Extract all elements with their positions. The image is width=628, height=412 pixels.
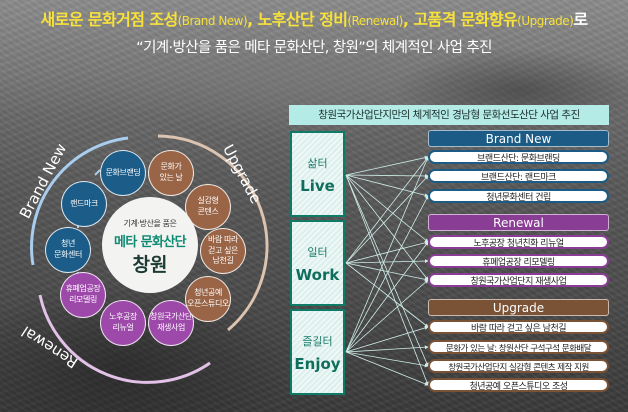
title-line-1: 새로운 문화거점 조성(Brand New), 노후산단 정비(Renewal)… <box>0 6 628 30</box>
zone-kr-label: 일터 <box>307 246 328 259</box>
title-renewal-kr: 노후산단 정비 <box>257 10 348 29</box>
title-upgrade-en: (Upgrade) <box>517 14 574 28</box>
item-renewal-1: 노후공장 청년친화 리뉴얼 <box>428 235 609 249</box>
zone-kr-label: 즐길터 <box>302 335 333 348</box>
zone-kr-label: 삶터 <box>307 157 328 170</box>
circle-label: 있는 날 <box>159 173 183 182</box>
title-upgrade-kr: 고품격 문화향유 <box>413 10 518 29</box>
zone-en-label: Enjoy <box>294 355 341 373</box>
circle-label: 남천길 <box>212 256 234 266</box>
title-sep: , <box>402 10 414 29</box>
title-line-2: “기계·방산을 품은 메타 문화산단, 창원”의 체계적인 사업 추진 <box>136 40 492 56</box>
zone-work: 일터 Work <box>290 220 345 306</box>
center-title-circle: 기계·방산을 품은 메타 문화산단 창원 <box>102 197 198 293</box>
title-brand-new-kr: 새로운 문화거점 조성 <box>40 10 179 29</box>
circle-label: 리뉴얼 <box>112 323 134 332</box>
circle-label: 랜드마크 <box>70 198 98 208</box>
group-header-renewal: Renewal <box>428 214 609 231</box>
circle-label: 오픈스튜디오 <box>187 299 229 308</box>
title-brand-new-en: (Brand New) <box>177 14 248 28</box>
center-city: 창원 <box>132 254 168 276</box>
title-renewal-en: (Renewal) <box>347 14 403 28</box>
item-brand-new-1: 브랜드산단: 문화브랜딩 <box>428 150 609 164</box>
center-title: 메타 문화산단 <box>113 235 187 250</box>
item-upgrade-3: 창원국가산업단지 실감형 콘텐츠 제작 지원 <box>428 359 609 373</box>
circle-culture-branding: 문화브랜딩 <box>100 150 146 196</box>
zone-en-label: Live <box>300 177 335 195</box>
circle-label: 콘텐스 <box>197 207 219 216</box>
center-subtitle: 기계·방산을 품은 <box>123 219 177 228</box>
item-brand-new-2: 브랜드산단: 랜드마크 <box>428 169 609 183</box>
circle-label: 재생사업 <box>157 323 185 332</box>
item-upgrade-1: 바람 따라 걷고 싶은 남천길 <box>428 320 609 334</box>
title-suffix: 로 <box>573 10 588 29</box>
circle-label: 문화가 <box>160 162 182 172</box>
title-sep: , <box>247 10 258 29</box>
zone-enjoy: 즐길터 Enjoy <box>290 309 345 395</box>
item-upgrade-4: 청년공예 오픈스튜디오 조성 <box>428 378 609 392</box>
item-upgrade-2: 문화가 있는 날: 창원산단 구석구석 문화배달 <box>428 340 609 354</box>
circle-label: 창원국가산단 <box>150 312 192 322</box>
circle-label: 노후공장 <box>109 312 137 322</box>
item-brand-new-3: 청년문화센터 건립 <box>428 189 609 203</box>
item-renewal-3: 창원국가산업단지 재생사업 <box>428 273 609 287</box>
right-panel-header: 창원국가산업단지만의 체계적인 경남형 문화선도산단 사업 추진 <box>289 105 609 125</box>
circle-label: 휴폐업공장 <box>65 284 101 294</box>
circle-label: 걷고 싶은 <box>208 245 238 255</box>
circle-label: 바람 따라 <box>208 234 238 244</box>
group-header-upgrade: Upgrade <box>428 299 609 316</box>
circle-label: 실감형 <box>197 196 219 206</box>
item-renewal-2: 휴폐업공장 리모델링 <box>428 254 609 268</box>
renewal-arc <box>38 294 211 384</box>
circle-label: 문화센터 <box>54 250 82 259</box>
zone-en-label: Work <box>295 266 340 284</box>
upgrade-arc <box>157 134 269 332</box>
circle-landmark: 랜드마크 <box>61 181 107 227</box>
circle-label: 리모델링 <box>69 295 97 304</box>
circle-label: 청년공예 <box>194 288 222 298</box>
zone-live: 삶터 Live <box>290 131 345 217</box>
circle-label: 문화브랜딩 <box>105 167 141 177</box>
circle-label: 청년 <box>61 239 75 249</box>
brand-new-arc <box>30 136 129 266</box>
group-header-brand-new: Brand New <box>428 130 609 147</box>
